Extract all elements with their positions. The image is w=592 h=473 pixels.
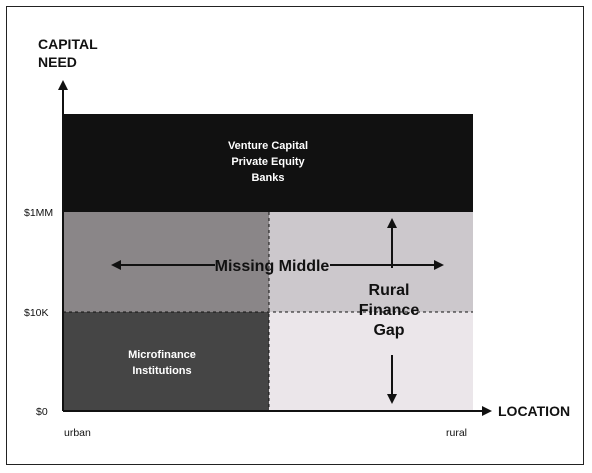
rural-gap-line-gap: Gap bbox=[373, 322, 404, 339]
top-band-line-venture-capital: Venture Capital bbox=[228, 140, 308, 152]
missing-middle-left-region bbox=[63, 212, 269, 312]
y-tick-0: $0 bbox=[36, 406, 48, 418]
y-axis-label-line1: CAPITAL bbox=[38, 36, 98, 52]
x-tick-urban: urban bbox=[64, 427, 91, 439]
rural-gap-bottom-region bbox=[269, 312, 473, 411]
missing-middle-label: Missing Middle bbox=[215, 258, 330, 275]
y-tick-10k: $10K bbox=[24, 307, 49, 319]
x-tick-rural: rural bbox=[446, 427, 467, 439]
x-axis-label: LOCATION bbox=[498, 403, 570, 419]
rural-gap-line-finance: Finance bbox=[359, 302, 420, 319]
top-band-region bbox=[63, 114, 473, 212]
rural-gap-line-rural: Rural bbox=[369, 282, 410, 299]
top-band-line-banks: Banks bbox=[251, 172, 284, 184]
microfinance-line-2: Institutions bbox=[132, 365, 191, 377]
y-axis-label-line2: NEED bbox=[38, 54, 77, 70]
microfinance-region bbox=[63, 312, 269, 411]
microfinance-line-1: Microfinance bbox=[128, 349, 196, 361]
top-band-line-private-equity: Private Equity bbox=[231, 156, 305, 168]
y-tick-1mm: $1MM bbox=[24, 207, 53, 219]
